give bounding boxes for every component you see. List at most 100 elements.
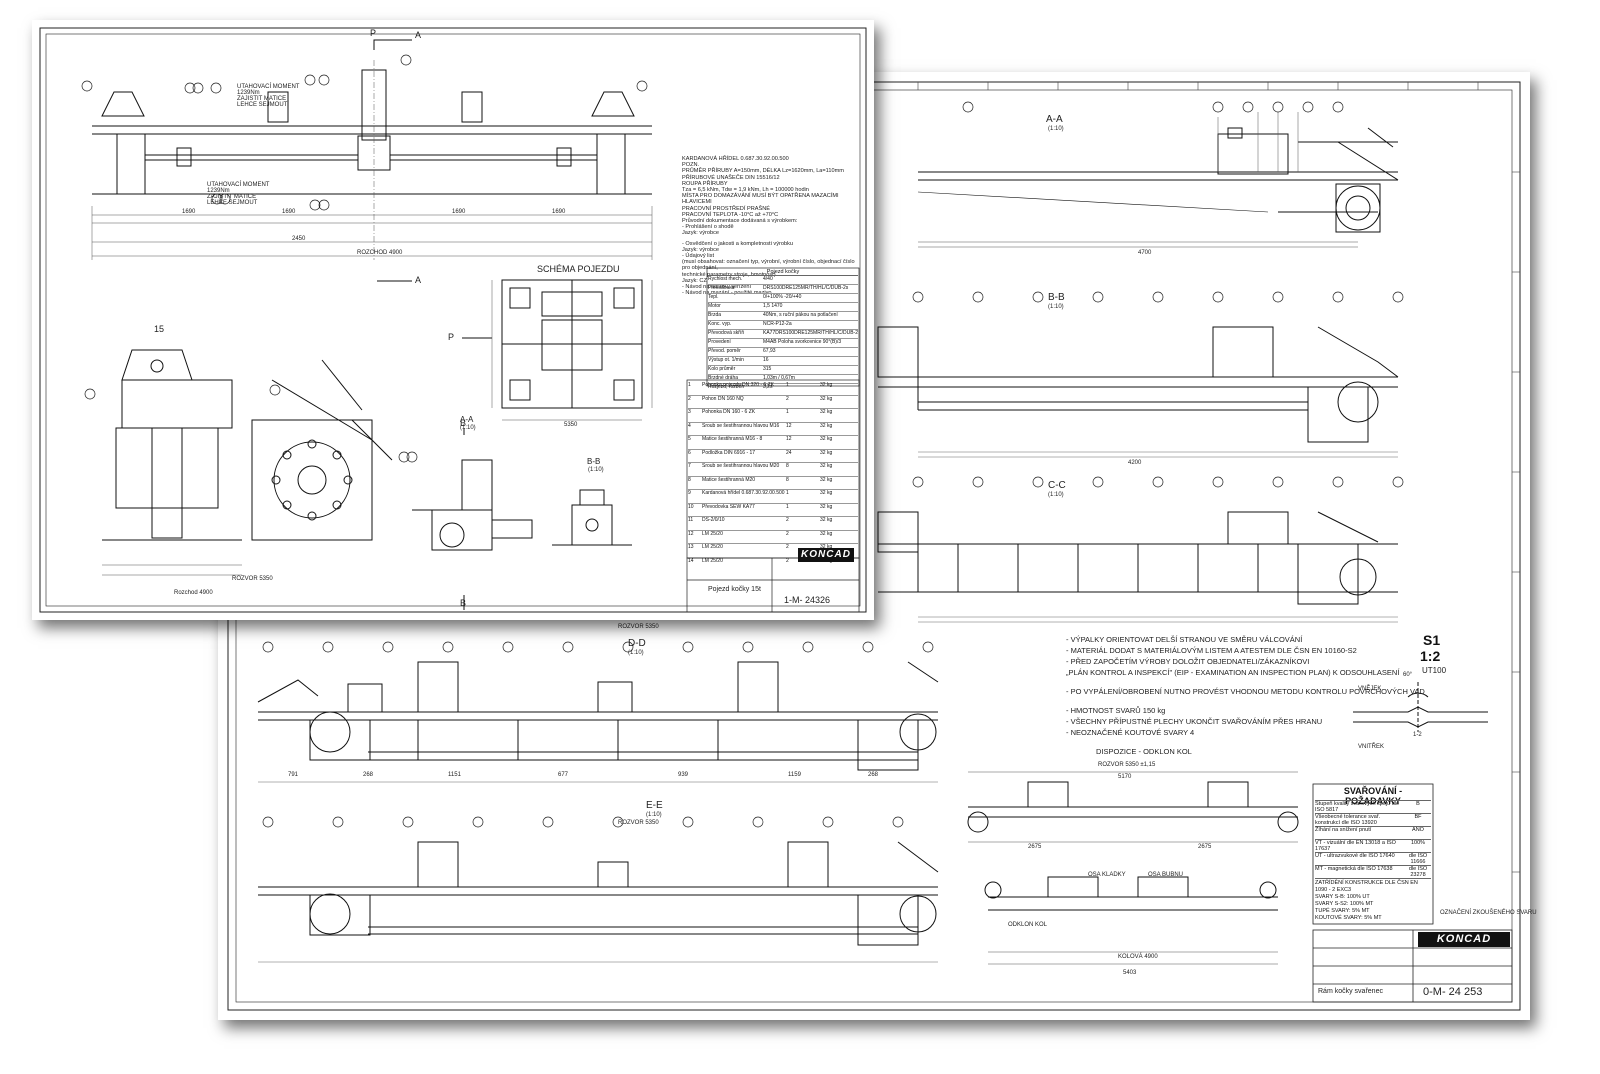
note-line: - HMOTNOST SVARŮ 150 kg bbox=[1066, 706, 1166, 715]
koncad-logo-back: KONCAD bbox=[1418, 932, 1510, 947]
label-p-schema: P bbox=[448, 332, 455, 342]
note-line: - PO VYPÁLENÍ/OBROBENÍ NUTNO PROVÉST VHO… bbox=[1066, 687, 1425, 696]
section-scale-aa: (1:10) bbox=[1048, 126, 1064, 132]
note-line: - Osvědčení o jakosti a kompletnosti výr… bbox=[682, 240, 793, 247]
note: 1239Nm bbox=[237, 90, 260, 96]
note-line: - MATERIÁL DODAT S MATERIÁLOVÝM LISTEM A… bbox=[1066, 646, 1357, 655]
dimension-rozvor-ee: ROZVOR 5350 bbox=[618, 820, 659, 826]
detail-label: S1 bbox=[1423, 632, 1441, 648]
detail-vnitrek: VNITŘEK bbox=[1358, 744, 1385, 750]
section-label-cc: C-C bbox=[1048, 480, 1066, 491]
detail-code: UT100 bbox=[1422, 666, 1447, 675]
tightening-note: UTAHOVACÍ MOMENT 1239Nm ZAJISTIT MATICE … bbox=[237, 84, 299, 108]
view-bb-scale: (1:10) bbox=[588, 467, 604, 473]
schema-title: SCHÉMA POJEZDU bbox=[537, 264, 620, 274]
table-row: Konc. vyp.NCR-P12-2a bbox=[708, 321, 858, 330]
view-aa-scale: (1:10) bbox=[460, 425, 476, 431]
note-line: ROUPA PŘÍRUBY bbox=[682, 180, 728, 187]
note-line: Jazyk: výrobce bbox=[682, 230, 719, 237]
note: UTAHOVACÍ MOMENT bbox=[237, 84, 300, 90]
note-line: technické parametry stroje, hmotnost) bbox=[682, 271, 776, 278]
weld-footer-line: ZATŘÍDĚNÍ KONSTRUKCE DLE ČSN EN 1090 - 2… bbox=[1315, 880, 1418, 893]
param-table-title: Pojezd kočky bbox=[708, 269, 858, 276]
section-15-label: 15 bbox=[154, 324, 165, 334]
note-line: PRACOVNÍ TEPLOTA -10°C až +70°C bbox=[682, 211, 779, 218]
weld-footer-line: KOUTOVÉ SVARY: 5% MT bbox=[1315, 915, 1382, 921]
back-drawing-name: Rám kočky svařenec bbox=[1318, 988, 1383, 995]
dimension-rozchod: ROZCHOD 4900 bbox=[357, 250, 403, 256]
dimension-pair-0: 1690 bbox=[182, 209, 196, 215]
label-b-bottom: B bbox=[460, 598, 467, 608]
dimension-dd-2: 1151 bbox=[448, 772, 461, 778]
detail-gap: 1-2 bbox=[1413, 732, 1422, 738]
label-p: P bbox=[370, 28, 377, 38]
table-row: Všeobecné tolerance svař. konstrukcí dle… bbox=[1315, 813, 1431, 826]
weld-footer: ZATŘÍDĚNÍ KONSTRUKCE DLE ČSN EN 1090 - 2… bbox=[1315, 878, 1431, 922]
weld-footer-line: SVARY S-B: 100% UT bbox=[1315, 894, 1370, 900]
section-label-dd: D-D bbox=[628, 638, 646, 649]
section-scale-bb: (1:10) bbox=[1048, 304, 1064, 310]
note-line: PŘÍRUBOVÉ UNAŠEČE DIN 15516/12 bbox=[682, 174, 780, 181]
note: UTAHOVACÍ MOMENT bbox=[207, 182, 270, 188]
note-line: - PŘED ZAPOČETÍM VÝROBY DOLOŽIT OBJEDNAT… bbox=[1066, 657, 1310, 666]
note-line: - VŠECHNY PŘÍPUSTNÉ PLECHY UKONČIT SVAŘO… bbox=[1066, 717, 1323, 726]
note-line: - Návod na údržbu, seřízení bbox=[682, 284, 752, 291]
note-line: - Údajový list bbox=[682, 253, 715, 260]
dimension-overall: 2450 bbox=[292, 236, 306, 242]
detail-venek: VNĚJEK bbox=[1358, 686, 1382, 692]
weld-table-title: SVAŘOVÁNÍ - POŽADAVKY bbox=[1343, 786, 1403, 806]
tightening-note-lower: UTAHOVACÍ MOMENT 1239Nm ZAJISTIT MATICE … bbox=[207, 182, 269, 206]
dimension-pair-2: 1690 bbox=[452, 209, 466, 215]
note: ZAJISTIT MATICE bbox=[237, 96, 287, 102]
dimension-dd-5: 1159 bbox=[788, 772, 801, 778]
rozchod-small: Rozchod 4900 bbox=[174, 590, 213, 596]
section-label-aa: A-A bbox=[1046, 114, 1063, 125]
section-label-bb: B-B bbox=[1048, 292, 1065, 303]
note-line: MÍSTA PRO DOMAZÁVÁNÍ MUSÍ BÝT OPATŘENA M… bbox=[682, 193, 839, 206]
weld-footer-line: TUPÉ SVARY: 5% MT bbox=[1315, 908, 1370, 914]
drawing-sheet-trolley: P A A P B B UTAHOVACÍ MOMENT 1239Nm ZAJI… bbox=[32, 20, 874, 620]
label-a-mid: A bbox=[415, 275, 422, 285]
table-row: Rychlost mech.4/40 bbox=[708, 276, 858, 285]
note-line: Jazyk: výrobce bbox=[682, 246, 719, 253]
section-scale-cc: (1:10) bbox=[1048, 492, 1064, 498]
view-bb-label: B-B bbox=[587, 457, 601, 466]
dispozice-2675-right: 2675 bbox=[1198, 844, 1212, 850]
section-label-ee: E-E bbox=[646, 800, 663, 811]
note-line: „PLÁN KONTROL A INSPEKCÍ" (EIP - EXAMINA… bbox=[1066, 668, 1400, 677]
dispozice-osa-kladky: OSA KLADKY bbox=[1088, 872, 1126, 878]
note: LEHCE SEJMOUT bbox=[207, 200, 258, 206]
dimension-dd-3: 677 bbox=[558, 772, 569, 778]
note-line: POZN. bbox=[682, 162, 700, 169]
note: LEHCE SEJMOUT bbox=[237, 102, 288, 108]
weld-legend: OZNAČENÍ ZKOUŠENÉHO SVARU bbox=[1440, 910, 1537, 916]
dimension-pair-1: 1690 bbox=[282, 209, 296, 215]
label-a-top: A bbox=[415, 30, 422, 40]
trolley-drawing-graphics bbox=[39, 27, 867, 613]
dimension-dd-0: 791 bbox=[288, 772, 299, 778]
view-aa-label: A-A bbox=[460, 415, 474, 424]
section-scale-ee: (1:10) bbox=[646, 812, 662, 818]
dispozice-2675-left: 2675 bbox=[1028, 844, 1042, 850]
label-b-top: B bbox=[460, 418, 467, 428]
note-line: Tza = 6,5 kNm, Tdw = 1,9 kNm, Lh = 10000… bbox=[682, 187, 809, 194]
dispozice-5170: 5170 bbox=[1118, 774, 1132, 780]
note-line: PRACOVNÍ PROSTŘEDÍ PRAŠNÉ bbox=[682, 205, 770, 212]
general-notes: - VÝPALKY ORIENTOVAT DELŠÍ STRANOU VE SM… bbox=[1066, 634, 1425, 757]
koncad-logo-front: KONCAD bbox=[798, 548, 854, 562]
dispozice-osa-bubnu: OSA BUBNU bbox=[1148, 872, 1184, 878]
back-drawing-number: 0-M- 24 253 bbox=[1423, 986, 1483, 998]
